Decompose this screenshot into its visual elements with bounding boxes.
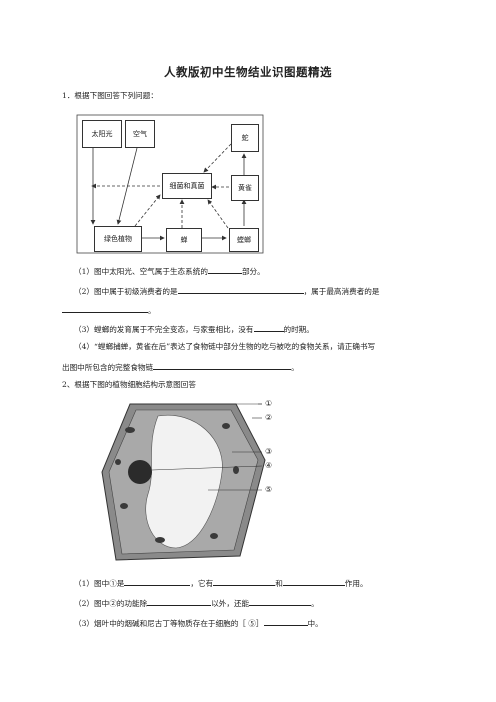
answer-blank[interactable] xyxy=(207,265,242,274)
label-2: ② xyxy=(265,413,273,422)
answer-blank[interactable] xyxy=(213,577,276,586)
question-1-part-4: （4）“螳螂捕蝉，黄雀在后”表达了食物链中部分生物的吃与被吃的食物关系，请正确书… xyxy=(74,342,376,351)
node-snake: 蛇 xyxy=(231,124,259,152)
answer-blank[interactable] xyxy=(253,323,284,332)
answer-blank[interactable] xyxy=(153,361,292,370)
node-sunlight: 太阳光 xyxy=(82,120,122,148)
label-3: ③ xyxy=(265,447,273,456)
answer-blank[interactable] xyxy=(147,597,212,606)
question-1-part-2: （2）图中属于初级消费者的是，属于最高消费者的是 xyxy=(74,285,380,296)
question-2-part-3: （3）烟叶中的烟碱和尼古丁等物质存在于细胞的［ ⑤］中。 xyxy=(74,617,323,628)
node-air: 空气 xyxy=(125,120,155,148)
question-2-part-2: （2）图中②的功能除以外，还能。 xyxy=(74,597,319,608)
label-1: ① xyxy=(265,399,273,408)
page-title: 人教版初中生物结业识图题精选 xyxy=(164,65,332,79)
label-4: ④ xyxy=(265,461,273,470)
question-1-part-2-cont: 。 xyxy=(62,304,156,316)
answer-blank[interactable] xyxy=(177,285,304,294)
question-2-part-1: （1）图中①是，它有和作用。 xyxy=(74,577,368,588)
answer-blank[interactable] xyxy=(124,577,191,586)
answer-blank[interactable] xyxy=(62,304,148,313)
question-1-intro: 1．根据下图回答下列问题： xyxy=(62,91,158,100)
node-green-plant: 绿色植物 xyxy=(94,226,142,252)
answer-blank[interactable] xyxy=(282,577,345,586)
node-bacteria-fungi: 细菌和真菌 xyxy=(162,173,212,199)
question-1-part-4-cont: 出图中所包含的完整食物链。 xyxy=(62,361,299,372)
node-oriole: 黄雀 xyxy=(231,175,259,201)
node-mantis: 螳螂 xyxy=(229,228,259,252)
node-cicada: 蝉 xyxy=(166,228,202,252)
question-1-part-3: （3）螳螂的发育属于不完全变态，与家蚕相比，没有的时期。 xyxy=(74,323,314,334)
question-2-intro: 2、根据下图的植物细胞结构示意图回答 xyxy=(62,380,196,389)
label-5: ⑤ xyxy=(265,485,273,494)
question-1-part-1: （1）图中太阳光、空气属于生态系统的部分。 xyxy=(74,265,265,276)
answer-blank[interactable] xyxy=(249,597,312,606)
answer-blank[interactable] xyxy=(263,617,308,626)
